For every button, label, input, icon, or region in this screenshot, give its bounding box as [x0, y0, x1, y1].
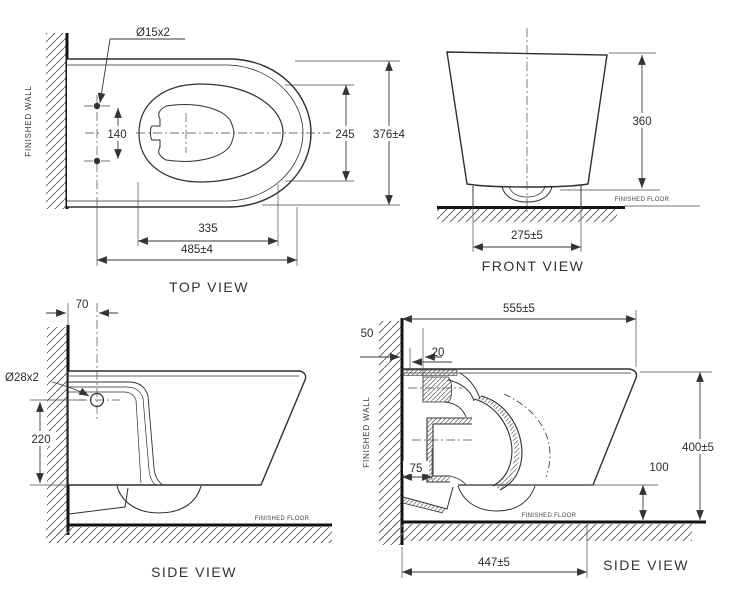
finished-floor-label: FINISHED FLOOR	[522, 513, 577, 519]
dim-bottom-clearance: 100	[649, 462, 668, 474]
fixing-hole-bottom	[93, 157, 101, 165]
floor-hatch	[380, 524, 692, 541]
dim-hole-offset: 70	[76, 299, 89, 311]
side-view-right-caption: SIDE VIEW	[603, 557, 689, 573]
hole-leader-line	[51, 381, 90, 397]
trap-dome	[457, 485, 536, 512]
finished-wall-label: FINISHED WALL	[24, 85, 33, 156]
finished-floor-label: FINISHED FLOOR	[615, 197, 670, 203]
toilet-body-outline	[402, 368, 638, 486]
dim-inner-width: 245	[335, 129, 354, 141]
outlet-box-section	[427, 418, 472, 482]
wall-hatch	[47, 327, 68, 535]
flush-area	[150, 104, 235, 162]
bowl-wall-section	[477, 394, 520, 491]
dim-width: 275±5	[511, 230, 543, 242]
top-view-caption: TOP VIEW	[169, 279, 249, 295]
front-view: FINISHED FLOOR 360 275±5 FRONT VIEW	[437, 28, 700, 274]
hole-leader-line	[97, 38, 185, 104]
dim-hole-spacing: 140	[107, 129, 126, 141]
dim-outlet-offset: 75	[410, 463, 423, 475]
dim-body-depth: 447±5	[478, 557, 510, 569]
side-view-right: FINISHED WALL FINISHED FLOOR 555±5	[360, 303, 724, 578]
dim-overall-length: 485±4	[181, 244, 213, 256]
finished-floor-label: FINISHED FLOOR	[255, 516, 310, 522]
dim-hole-height: 220	[31, 434, 50, 446]
inlet-spigot-section	[422, 376, 453, 403]
floor-hatch	[46, 527, 332, 543]
dim-height: 360	[632, 116, 651, 128]
toilet-body-outline	[67, 370, 307, 486]
bottom-plate-section	[402, 486, 454, 510]
dim-overall-height: 400±5	[682, 442, 714, 454]
dim-wall-gap: 50	[361, 328, 374, 340]
dim-offset: 20	[432, 347, 445, 359]
dim-inner-length: 335	[198, 223, 217, 235]
front-view-caption: FRONT VIEW	[482, 258, 585, 274]
bowl-front-hidden-line	[503, 393, 551, 478]
bottom-plate	[68, 487, 129, 515]
wall-hatch	[379, 321, 402, 545]
side-view-left-caption: SIDE VIEW	[151, 564, 237, 580]
floor-hatch	[437, 209, 617, 222]
section-top-cut	[402, 369, 458, 376]
dim-overall-depth: 555±5	[503, 303, 535, 315]
trap-dome	[116, 485, 202, 514]
wall-hatch	[46, 33, 67, 209]
flush-duct	[68, 381, 164, 486]
dim-holes: Ø15x2	[136, 27, 170, 39]
side-view-left: Ø28x2 70 220 FINISHED FLOOR SIDE VIEW	[5, 299, 332, 580]
bowl-opening	[138, 83, 284, 183]
top-view: FINISHED WALL Ø15x2 140 245 376±4 335	[24, 27, 415, 295]
dim-holes: Ø28x2	[5, 372, 39, 384]
dim-overall-width: 376±4	[373, 129, 405, 141]
finished-wall-label: FINISHED WALL	[362, 396, 371, 467]
fixing-hole-top	[93, 102, 101, 110]
